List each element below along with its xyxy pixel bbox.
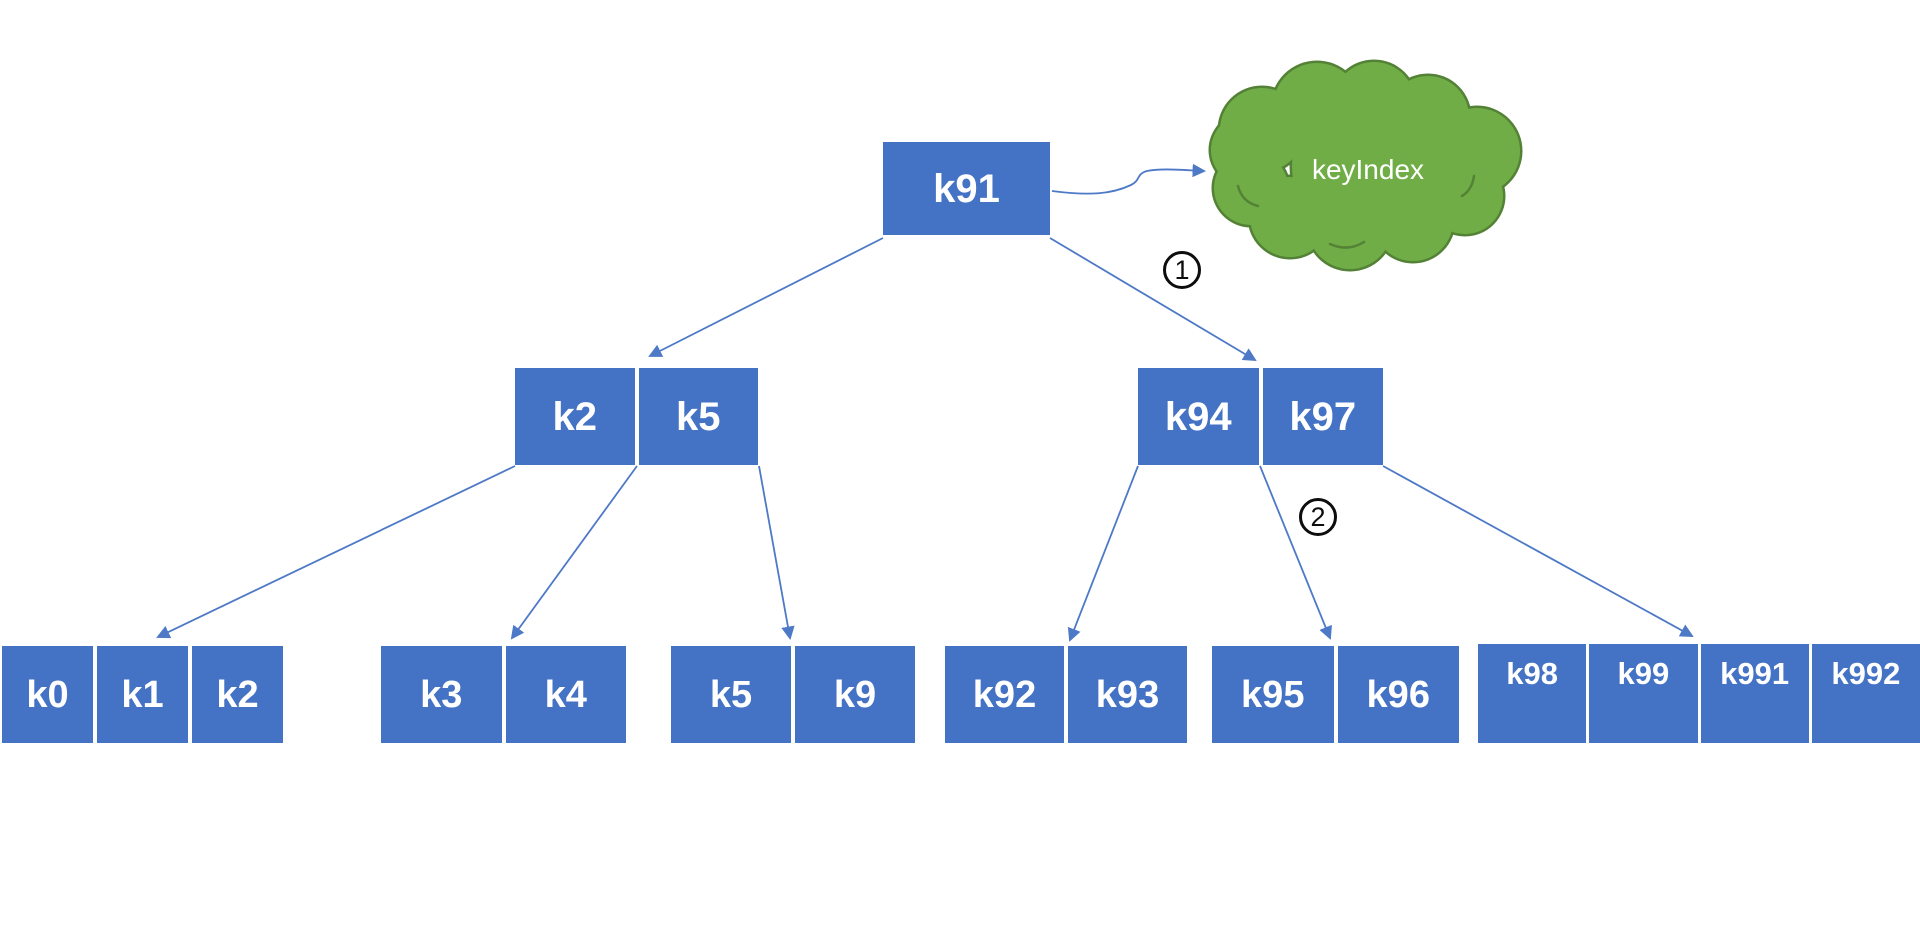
edge-internal-right-leaf-6	[1382, 465, 1694, 637]
node-leaf-3: k5 k9	[671, 646, 915, 743]
node-leaf-5: k95 k96	[1212, 646, 1459, 743]
key-cell: k97	[1262, 368, 1383, 465]
key-cell: k9	[795, 646, 915, 743]
cloud-keyindex-label: keyIndex	[1311, 154, 1425, 185]
key-cell: k3	[381, 646, 502, 743]
key-cell: k5	[671, 646, 791, 743]
key-cell: k94	[1138, 368, 1259, 465]
key-cell: k98	[1478, 644, 1587, 743]
key-cell: k96	[1337, 646, 1459, 743]
node-leaf-2: k3 k4	[381, 646, 626, 743]
annotation-badge-2: 2	[1299, 498, 1337, 536]
node-root: k91	[883, 142, 1050, 235]
edge-root-internal-left	[648, 237, 884, 357]
key-cell: k4	[505, 646, 626, 743]
key-cell: k93	[1068, 646, 1187, 743]
edge-internal-right-leaf-4	[1067, 465, 1139, 642]
key-cell: k2	[515, 368, 635, 465]
cloud-shape	[1208, 59, 1523, 272]
node-leaf-1: k0 k1 k2	[2, 646, 283, 743]
node-internal-left: k2 k5	[515, 368, 758, 465]
key-cell: k992	[1811, 644, 1920, 743]
key-cell: k991	[1700, 644, 1809, 743]
edge-internal-left-leaf-1	[156, 465, 516, 639]
key-cell: k99	[1589, 644, 1698, 743]
annotation-badge-1: 1	[1163, 251, 1201, 289]
key-cell: k1	[97, 646, 188, 743]
key-cell: k0	[2, 646, 93, 743]
node-leaf-6: k98 k99 k991 k992	[1478, 644, 1920, 743]
edge-root-cloud	[1051, 163, 1207, 195]
edge-internal-left-leaf-3	[758, 465, 795, 640]
key-cell: k5	[638, 368, 758, 465]
key-cell: k92	[945, 646, 1064, 743]
edge-internal-left-leaf-2	[510, 465, 638, 640]
key-cell: k2	[192, 646, 283, 743]
node-internal-right: k94 k97	[1138, 368, 1383, 465]
edge-internal-right-leaf-5	[1259, 465, 1332, 640]
edge-root-internal-right	[1049, 237, 1257, 362]
node-leaf-4: k92 k93	[945, 646, 1187, 743]
key-cell: k95	[1212, 646, 1334, 743]
key-cell: k91	[883, 142, 1050, 235]
